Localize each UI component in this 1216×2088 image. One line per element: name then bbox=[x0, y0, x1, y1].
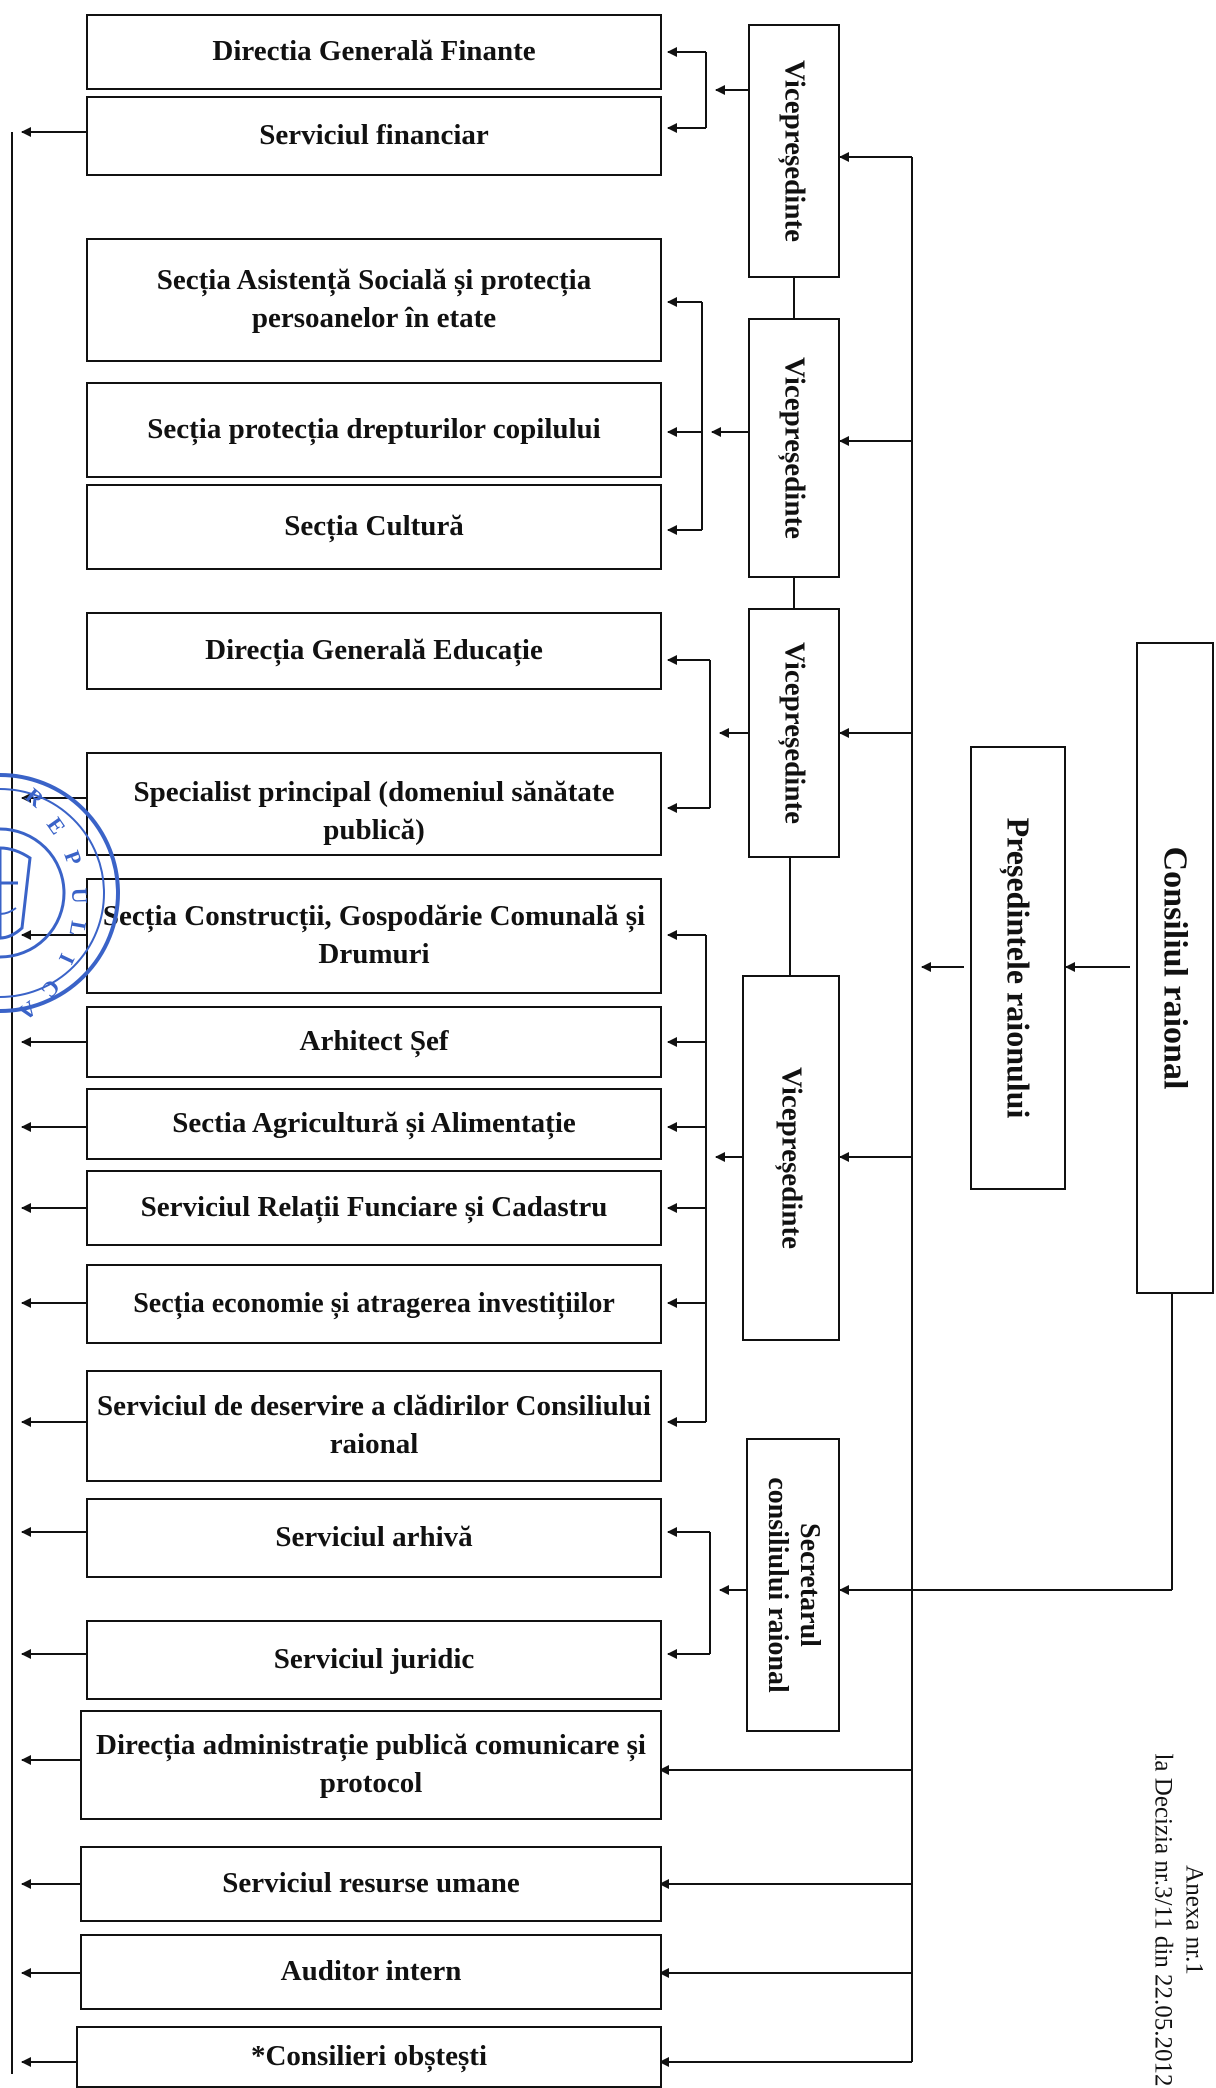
box-serviciul-financiar: Serviciul financiar bbox=[86, 96, 662, 176]
box-label: Secția Construcții, Gospodărie Comunală … bbox=[102, 900, 646, 970]
seal-letter: E bbox=[42, 813, 71, 839]
vertical-label: Consiliul raional bbox=[1156, 846, 1194, 1090]
box-label: Serviciul juridic bbox=[273, 1643, 475, 1676]
box-label: Serviciul arhivă bbox=[275, 1521, 473, 1554]
vertical-label: Vicepreședinte bbox=[775, 1066, 808, 1250]
box-consilieri-obstesti: *Consilieri obștești bbox=[76, 2026, 662, 2088]
box-label: Arhitect Șef bbox=[299, 1025, 449, 1058]
box-presedintele-raionului: Președintele raionului bbox=[970, 746, 1066, 1190]
annex-line1: Anexa nr.1 bbox=[1180, 1865, 1208, 1975]
seal-letter: U bbox=[67, 887, 93, 904]
box-label: Sectia Agricultură și Alimentație bbox=[172, 1107, 576, 1140]
box-serviciul-deservire: Serviciul de deservire a clădirilor Cons… bbox=[86, 1370, 662, 1482]
box-consiliul-raional: Consiliul raional bbox=[1136, 642, 1214, 1294]
box-label: Secția protecția drepturilor copilului bbox=[147, 413, 601, 446]
vertical-label: Vicepreședinte bbox=[778, 59, 811, 243]
box-label: Secția economie și atragerea investițiil… bbox=[133, 1287, 615, 1319]
box-sectia-agricultura: Sectia Agricultură și Alimentație bbox=[86, 1088, 662, 1160]
box-secretarul-consiliului: Secretarul consiliului raional bbox=[746, 1438, 840, 1732]
box-sectia-asistenta-sociala: Secția Asistență Socială și protecția pe… bbox=[86, 238, 662, 362]
box-sectia-economie: Secția economie și atragerea investițiil… bbox=[86, 1264, 662, 1344]
secretarul-line2: consiliului raional bbox=[762, 1477, 793, 1693]
vertical-label: Președintele raionului bbox=[1000, 817, 1037, 1119]
box-label: Secția Asistență Socială și protecția pe… bbox=[156, 264, 592, 334]
box-label: *Consilieri obștești bbox=[250, 2040, 488, 2073]
box-serviciul-funciare: Serviciul Relații Funciare și Cadastru bbox=[86, 1170, 662, 1246]
box-directia-finante: Directia Generală Finante bbox=[86, 14, 662, 90]
seal-letter: L bbox=[65, 919, 92, 938]
vertical-label: Vicepreședinte bbox=[778, 641, 811, 825]
box-directia-administratie: Direcția administrație publică comunicar… bbox=[80, 1710, 662, 1820]
vertical-label: Secretarul consiliului raional bbox=[761, 1477, 825, 1693]
box-label: Auditor intern bbox=[280, 1955, 462, 1988]
box-label: Serviciul de deservire a clădirilor Cons… bbox=[97, 1390, 651, 1460]
secretarul-line1: Secretarul bbox=[794, 1523, 826, 1647]
annex-text: Anexa nr.1 la Decizia nr.3/11 din 22.05.… bbox=[1147, 1753, 1210, 2086]
box-label: Secția Cultură bbox=[284, 510, 464, 543]
box-sectia-constructii: Secția Construcții, Gospodărie Comunală … bbox=[86, 878, 662, 994]
seal-letter: R bbox=[21, 783, 50, 813]
box-auditor-intern: Auditor intern bbox=[80, 1934, 662, 2010]
box-label: Serviciul financiar bbox=[259, 119, 489, 152]
box-serviciul-arhiva: Serviciul arhivă bbox=[86, 1498, 662, 1578]
box-vicepresedinte-1: Vicepreședinte bbox=[748, 24, 840, 278]
box-serviciul-resurse-umane: Serviciul resurse umane bbox=[80, 1846, 662, 1922]
box-serviciul-juridic: Serviciul juridic bbox=[86, 1620, 662, 1700]
box-label: Direcția Generală Educație bbox=[205, 634, 543, 667]
seal-letter: C bbox=[36, 975, 65, 1003]
seal-letter: P bbox=[59, 847, 87, 868]
seal-letter: I bbox=[54, 950, 80, 968]
box-vicepresedinte-3: Vicepreședinte bbox=[748, 608, 840, 858]
box-vicepresedinte-4: Vicepreședinte bbox=[742, 975, 840, 1341]
box-label: Direcția administrație publică comunicar… bbox=[96, 1729, 646, 1799]
vertical-label: Vicepreședinte bbox=[778, 356, 811, 540]
box-label: Serviciul Relații Funciare și Cadastru bbox=[140, 1191, 608, 1224]
official-seal: R E P U L I C A bbox=[0, 773, 120, 1026]
box-label: Specialist principal (domeniul sănătate … bbox=[133, 776, 615, 846]
box-sectia-drepturi-copil: Secția protecția drepturilor copilului bbox=[86, 382, 662, 478]
box-specialist-principal: Specialist principal (domeniul sănătate … bbox=[86, 752, 662, 856]
box-sectia-cultura: Secția Cultură bbox=[86, 484, 662, 570]
annex-line2: la Decizia nr.3/11 din 22.05.2012 bbox=[1149, 1753, 1176, 2087]
box-label: Serviciul resurse umane bbox=[222, 1867, 520, 1900]
box-vicepresedinte-2: Vicepreședinte bbox=[748, 318, 840, 578]
box-arhitect-sef: Arhitect Șef bbox=[86, 1006, 662, 1078]
box-label: Directia Generală Finante bbox=[212, 35, 536, 68]
seal-letter: A bbox=[14, 996, 41, 1026]
box-directia-educatie: Direcția Generală Educație bbox=[86, 612, 662, 690]
annex-note: Anexa nr.1 la Decizia nr.3/11 din 22.05.… bbox=[1148, 1753, 1208, 2086]
